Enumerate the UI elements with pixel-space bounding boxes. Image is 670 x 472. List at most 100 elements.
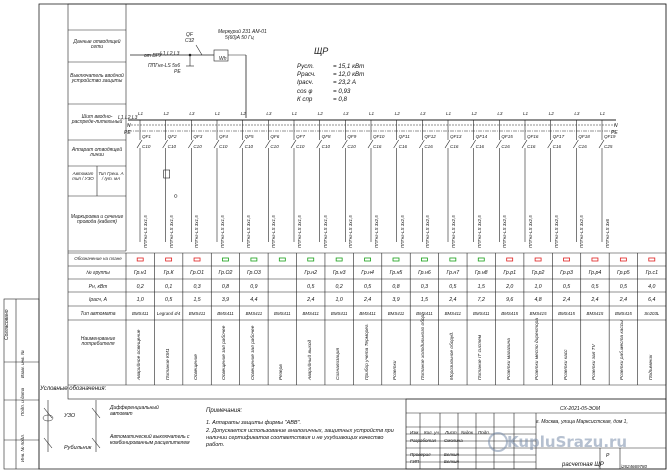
side-vzam: Взам. инв. № bbox=[20, 350, 25, 378]
cell-ir: 1,0 bbox=[136, 297, 144, 303]
cell-consumer-name: Розетки зал ТV bbox=[591, 344, 597, 380]
stamp-code: СХ-2021-05-ЭОМ bbox=[560, 406, 601, 412]
param-row: Руст.= 15,1 кВт bbox=[297, 63, 365, 70]
plan-marker bbox=[165, 257, 173, 262]
cell-type: Legrand 4/4 bbox=[156, 311, 181, 316]
bus-pe-right: PE bbox=[611, 130, 618, 136]
note-2: 2. Допускается использование аналогичных… bbox=[206, 428, 394, 448]
cell-type: BMS411 bbox=[444, 311, 462, 316]
cell-consumer-name: Розетки место директора bbox=[535, 318, 541, 380]
title-shr: ЩР bbox=[314, 46, 329, 56]
panel-row-breaker-type: Автомат тип / УЗО bbox=[72, 171, 94, 181]
cell-consumer-name: Розетки bbox=[393, 360, 398, 380]
cell-pn: 0,3 bbox=[420, 284, 429, 290]
breaker-phase: L2 bbox=[317, 111, 323, 116]
breaker-rating: C10 bbox=[321, 144, 331, 149]
breaker-qf: QF6 bbox=[270, 134, 280, 139]
cell-ir: 1,5 bbox=[420, 297, 429, 303]
breaker-qf: QF14 bbox=[475, 134, 488, 139]
cell-consumer-name: Питание КМ1 bbox=[165, 348, 171, 380]
plan-marker bbox=[364, 257, 371, 262]
cell-group-no: Гр.н1 bbox=[133, 270, 147, 276]
cell-group-no: Гр.К bbox=[163, 270, 174, 276]
cell-pn: 0,2 bbox=[335, 284, 343, 290]
cell-group-no: Гр.р5 bbox=[617, 270, 630, 276]
stamp-kol: Кол. уч bbox=[424, 430, 439, 435]
breaker-qf: QF7 bbox=[296, 134, 305, 139]
cell-consumer-name: Прибор учета Терморег. bbox=[364, 323, 370, 380]
breaker-rating: C16 bbox=[578, 144, 587, 149]
cell-pn: 0,8 bbox=[221, 284, 230, 290]
legend-uzo-oval bbox=[42, 414, 54, 422]
stamp-izm: Изм bbox=[410, 430, 419, 435]
stamp-gip-name: Белкин bbox=[444, 459, 459, 464]
stamp-prov-name: Белкин bbox=[444, 452, 459, 457]
cell-consumer-name: Аварийный выход bbox=[307, 339, 313, 380]
panel-row-input: Выключатель вводной устройство защиты bbox=[70, 73, 124, 84]
plan-marker bbox=[477, 257, 485, 262]
breaker-contact bbox=[573, 139, 579, 149]
breaker-qf: QF9 bbox=[347, 134, 357, 139]
bus-n-right: N bbox=[614, 123, 618, 129]
cell-type: BMS411 bbox=[302, 311, 319, 316]
cell-consumer-name: Розетки касс bbox=[563, 349, 569, 380]
panel-row-current: Тип Греш. А / Iут. мА bbox=[98, 171, 124, 181]
breaker-phase: L1 bbox=[446, 111, 452, 116]
cell-type: BMS415 bbox=[501, 311, 519, 316]
breaker-phase: L2 bbox=[163, 111, 169, 116]
plan-marker bbox=[136, 257, 144, 262]
breaker-qf: QF1 bbox=[142, 134, 151, 139]
cell-type: BMS411 bbox=[330, 311, 348, 316]
breaker-rating: C10 bbox=[193, 144, 202, 149]
breaker-rating: C10 bbox=[347, 144, 356, 149]
breaker-contact bbox=[265, 139, 271, 149]
plan-marker bbox=[506, 257, 514, 262]
cell-ir: 3,9 bbox=[221, 297, 230, 303]
breaker-rating: C10 bbox=[270, 144, 279, 149]
cell-pn: 1,5 bbox=[477, 284, 485, 290]
cell-group-no: Гр.н7 bbox=[446, 270, 460, 276]
breaker-cable: ППГнг-LS 3х2,5 bbox=[399, 215, 405, 248]
breaker-qf: QF17 bbox=[552, 134, 565, 139]
cell-consumer-name: Освещение bbox=[194, 354, 200, 380]
from-vru: от ВРУ bbox=[144, 53, 162, 59]
cell-pn: 0,9 bbox=[250, 284, 258, 290]
breaker-cable: ППГнг-LS 3х2,5 bbox=[374, 215, 379, 248]
breaker-cable: ППГнг-LS 3х1,5 bbox=[245, 215, 251, 248]
cell-pn: 0,5 bbox=[591, 284, 599, 290]
stamp-razrab: Разработал bbox=[410, 438, 437, 443]
plan-marker bbox=[648, 257, 656, 262]
breaker-phase: L2 bbox=[240, 111, 246, 116]
cell-ir: 4,8 bbox=[534, 297, 542, 303]
breaker-rating: C16 bbox=[450, 144, 459, 149]
cell-ir: 1,0 bbox=[335, 297, 343, 303]
breaker-rating: C16 bbox=[398, 144, 408, 149]
cell-pn: 0,3 bbox=[193, 284, 201, 290]
row-label-type: Тип автомата bbox=[80, 311, 116, 317]
plan-marker bbox=[534, 257, 542, 262]
cell-pn: 0,2 bbox=[136, 284, 144, 290]
cell-type: BMS411 bbox=[188, 311, 206, 316]
breaker-cable: ППГнг-LS 3х2,5 bbox=[528, 215, 533, 248]
side-soglasovano: Согласовано bbox=[4, 309, 10, 341]
contactor-contact bbox=[174, 194, 178, 198]
cell-group-no: Гр.н2 bbox=[304, 270, 318, 276]
cell-consumer-name: Розетки магазина bbox=[506, 338, 512, 380]
cell-group-no: Гр.р2 bbox=[531, 270, 545, 276]
breaker-cable: ППГнг-LS 3х1,5 bbox=[348, 215, 354, 248]
breaker-cable: ППГнг-LS 3х1,5 bbox=[143, 215, 148, 248]
cell-ir: 2,4 bbox=[619, 297, 627, 303]
breaker-rating: C16 bbox=[424, 144, 433, 149]
breaker-phase: L1 bbox=[215, 111, 221, 116]
watermark-text: KupluSrazu.ru bbox=[507, 433, 628, 451]
drawing-area bbox=[67, 3, 667, 400]
panel-row-cable: Маркировка и сечение провода (кабеля) bbox=[70, 214, 124, 225]
cell-group-no: Гр.н4 bbox=[361, 270, 374, 276]
cell-consumer-name: Резерв bbox=[279, 364, 285, 380]
cell-ir: 2,4 bbox=[449, 297, 457, 303]
panel-row-switchboard: Шит вводно-распреде-лительный bbox=[71, 114, 123, 125]
legend-title: Условные обозначения: bbox=[40, 386, 107, 392]
plan-marker bbox=[449, 257, 457, 262]
cell-group-no: Гр.О2 bbox=[218, 270, 233, 276]
row-label-name: Наименование потребителя bbox=[80, 336, 116, 347]
